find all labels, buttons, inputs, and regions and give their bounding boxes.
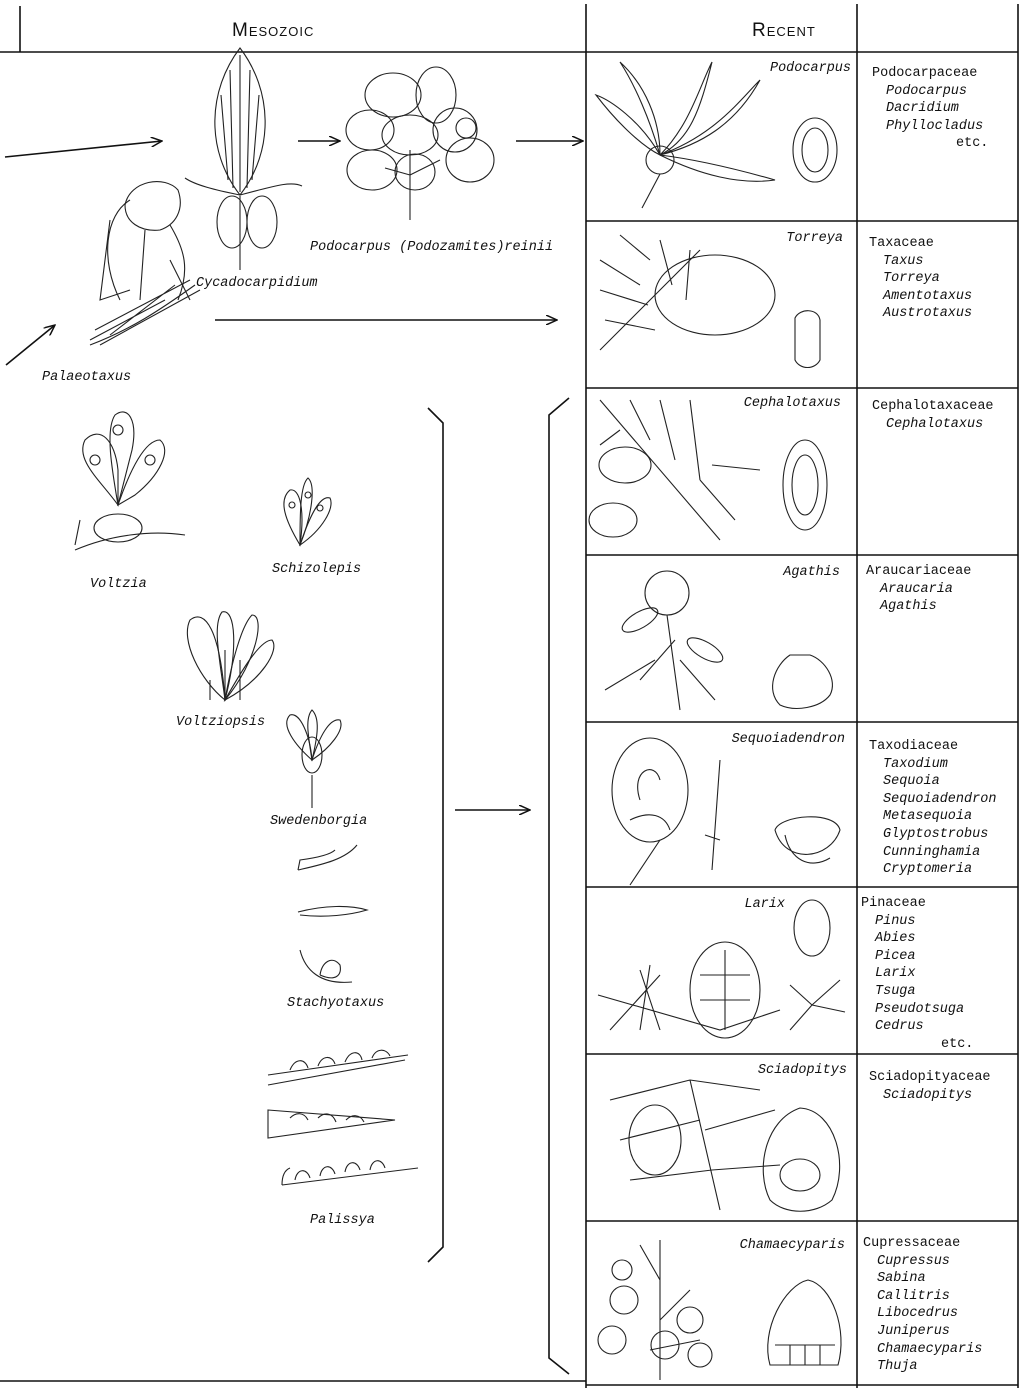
family-name: Podocarpaceae [872, 65, 988, 83]
genus-item: Thuja [863, 1358, 982, 1376]
cycadocarpidium-sketch [185, 48, 302, 270]
genus-item: Phyllocladus [872, 118, 988, 136]
family-name: Pinaceae [861, 895, 973, 913]
family-name: Taxodiaceae [869, 738, 996, 756]
genus-item: Cupressus [863, 1253, 982, 1271]
label-palaeotaxus: Palaeotaxus [42, 370, 131, 385]
swedenborgia-sketch [287, 710, 341, 808]
genus-item: Sciadopitys [869, 1087, 991, 1105]
genus-item: Tsuga [861, 983, 973, 1001]
family-cell-araucariaceae: Araucariaceae Araucaria Agathis [866, 563, 971, 616]
genus-item: Abies [861, 930, 973, 948]
arrow-to-palaeotaxus [6, 325, 55, 365]
voltzia-sketch [75, 412, 185, 550]
genus-item: Juniperus [863, 1323, 982, 1341]
genus-item: Glyptostrobus [869, 826, 996, 844]
schizolepis-sketch [284, 478, 331, 545]
family-name: Taxaceae [869, 235, 972, 253]
family-cell-pinaceae: Pinaceae Pinus Abies Picea Larix Tsuga P… [861, 895, 973, 1053]
family-cell-sciadopityaceae: Sciadopityaceae Sciadopitys [869, 1069, 991, 1104]
genus-item: Dacridium [872, 100, 988, 118]
arrow-to-cycadocarpidium [5, 141, 162, 157]
family-cell-taxaceae: Taxaceae Taxus Torreya Amentotaxus Austr… [869, 235, 972, 323]
stachyotaxus-sketch [298, 845, 367, 982]
torreya-sketch [600, 235, 820, 368]
recent-genus-label: Podocarpus [770, 61, 851, 76]
recent-genus-label: Torreya [786, 231, 843, 246]
genus-item: Sequoia [869, 773, 996, 791]
family-cell-cupressaceae: Cupressaceae Cupressus Sabina Callitris … [863, 1235, 982, 1376]
genus-item: Larix [861, 965, 973, 983]
label-cycadocarpidium: Cycadocarpidium [196, 276, 318, 291]
recent-genus-label: Chamaecyparis [740, 1238, 845, 1253]
label-schizolepis: Schizolepis [272, 562, 361, 577]
genus-item: Agathis [866, 598, 971, 616]
voltziopsis-sketch [187, 612, 274, 700]
etc-note: etc. [872, 135, 988, 153]
genus-item: Chamaecyparis [863, 1341, 982, 1359]
label-podocarpus-reinii: Podocarpus (Podozamites)reinii [310, 240, 553, 255]
recent-genus-label: Cephalotaxus [744, 396, 841, 411]
family-name: Cupressaceae [863, 1235, 982, 1253]
genus-item: Cedrus [861, 1018, 973, 1036]
cephalotaxus-sketch [589, 400, 827, 540]
genus-item: Cryptomeria [869, 861, 996, 879]
mesozoic-group-bracket [428, 408, 443, 1262]
agathis-sketch [605, 571, 832, 710]
recent-genus-label: Larix [744, 897, 785, 912]
genus-item: Cunninghamia [869, 844, 996, 862]
genus-item: Metasequoia [869, 808, 996, 826]
genus-item: Taxus [869, 253, 972, 271]
genus-item: Sabina [863, 1270, 982, 1288]
larix-sketch [598, 900, 845, 1038]
label-voltziopsis: Voltziopsis [176, 715, 265, 730]
genus-item: Sequoiadendron [869, 791, 996, 809]
palissya-sketch [268, 1050, 418, 1185]
family-name: Araucariaceae [866, 563, 971, 581]
genus-item: Austrotaxus [869, 305, 972, 323]
genus-item: Picea [861, 948, 973, 966]
label-palissya: Palissya [310, 1213, 375, 1228]
genus-item: Amentotaxus [869, 288, 972, 306]
genus-item: Podocarpus [872, 83, 988, 101]
family-cell-cephalotaxaceae: Cephalotaxaceae Cephalotaxus [872, 398, 994, 433]
family-name: Sciadopityaceae [869, 1069, 991, 1087]
etc-note: etc. [861, 1036, 973, 1054]
sequoiadendron-sketch [612, 738, 840, 885]
genus-item: Araucaria [866, 581, 971, 599]
family-cell-podocarpaceae: Podocarpaceae Podocarpus Dacridium Phyll… [872, 65, 988, 153]
genus-item: Callitris [863, 1288, 982, 1306]
recent-genus-label: Sequoiadendron [732, 732, 845, 747]
genus-item: Pseudotsuga [861, 1001, 973, 1019]
header-recent: Recent [752, 20, 816, 42]
label-voltzia: Voltzia [90, 577, 147, 592]
genus-item: Taxodium [869, 756, 996, 774]
label-swedenborgia: Swedenborgia [270, 814, 367, 829]
genus-item: Torreya [869, 270, 972, 288]
family-name: Cephalotaxaceae [872, 398, 994, 416]
chamaecyparis-sketch [598, 1240, 841, 1380]
podocarpus-sketch [596, 62, 837, 208]
podocarpus-reinii-sketch [346, 67, 494, 220]
sciadopitys-sketch [610, 1080, 840, 1211]
family-cell-taxodiaceae: Taxodiaceae Taxodium Sequoia Sequoiadend… [869, 738, 996, 879]
genus-item: Pinus [861, 913, 973, 931]
genus-item: Libocedrus [863, 1305, 982, 1323]
label-stachyotaxus: Stachyotaxus [287, 996, 384, 1011]
recent-group-bracket [549, 398, 569, 1374]
recent-genus-label: Sciadopitys [758, 1063, 847, 1078]
recent-genus-label: Agathis [783, 565, 840, 580]
palaeotaxus-sketch [90, 182, 200, 345]
genus-item: Cephalotaxus [872, 416, 994, 434]
header-mesozoic: Mesozoic [232, 20, 314, 42]
